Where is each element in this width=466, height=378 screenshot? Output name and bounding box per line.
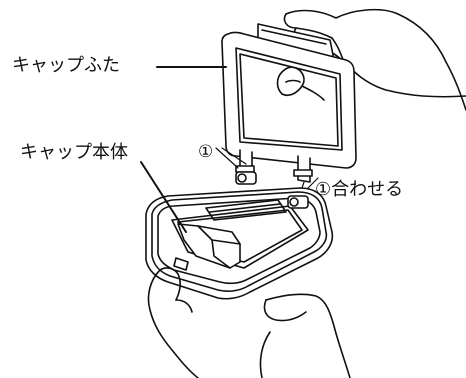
cap-body-leader-line	[140, 161, 187, 233]
cap-body-label: キャップ本体	[20, 142, 128, 163]
cap-lid-illustration	[221, 23, 357, 183]
lower-hand-illustration	[147, 267, 351, 378]
callout-leaders	[140, 66, 227, 233]
cap-lid-label: キャップふた	[12, 55, 120, 76]
alignment-instruction-label: ①合わせる	[315, 179, 404, 200]
cap-body-illustration	[145, 171, 334, 300]
alignment-marker: ①	[198, 142, 214, 162]
